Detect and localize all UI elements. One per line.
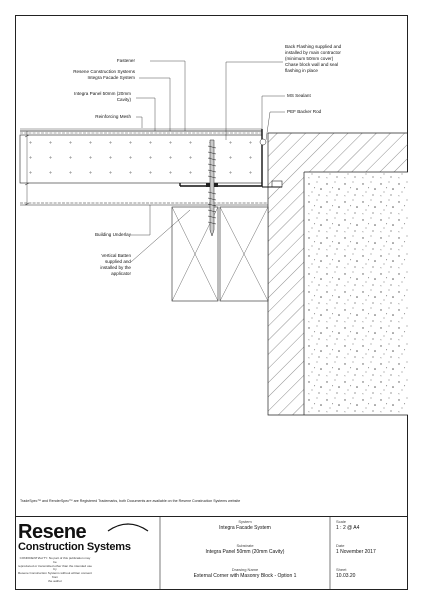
pef-backer-rod [259, 138, 267, 146]
substrate-value: Integra Panel 50mm (20mm Cavity) [205, 549, 285, 555]
label-back-flashing-4: Chase block wall and seal [285, 62, 339, 67]
label-resene-system-2: Integra Facade System [87, 75, 136, 80]
brand-logo: Resene [18, 521, 87, 543]
label-back-flashing-3: (minimum 50mm cover) [285, 56, 334, 61]
label-pef-backer-rod: PEF Backer Rod [287, 109, 322, 114]
label-vertical-batten-1: Vertical Batten [101, 253, 131, 258]
sheet-label: Sheet [336, 567, 347, 572]
drawing-name-label: Drawing Name [231, 567, 259, 572]
trademark-note: TradeSpec™ and RenderSpec™ are Registere… [20, 499, 241, 503]
label-fastener: Fastener [116, 58, 135, 63]
label-building-underlay: Building Underlay [94, 232, 131, 237]
label-integra-panel-2: Cavity) [116, 97, 131, 102]
leader-lines [130, 60, 285, 263]
label-ms-sealant: MS Sealant [287, 93, 311, 98]
label-resene-system-1: Resene Construction Systems [73, 69, 135, 74]
system-label: System [238, 519, 252, 524]
integra-panel [19, 128, 263, 184]
vertical-battens [171, 206, 269, 302]
sheet-value: 10.03.20 [336, 573, 356, 579]
label-back-flashing-2: installed by main contractor [285, 50, 341, 55]
masonry-block-wall [267, 132, 408, 416]
date-value: 1 November 2017 [336, 549, 376, 555]
system-value: Integra Facade System [219, 525, 271, 531]
drawing-name-value: External Corner with Masonry Block - Opt… [193, 573, 297, 579]
building-underlay [20, 202, 268, 206]
brand-subtitle: Construction Systems [18, 541, 131, 553]
substrate-label: Substrate [236, 543, 254, 548]
label-back-flashing-5: flashing in place [285, 68, 318, 73]
label-vertical-batten-4: applicator [111, 271, 131, 276]
dimension-line [24, 131, 30, 206]
label-vertical-batten-3: installed by the [100, 265, 131, 270]
label-integra-panel-1: Integra Panel 50mm (20mm [74, 91, 131, 96]
scale-value: 1 : 2 @ A4 [336, 525, 360, 531]
title-block [15, 516, 408, 590]
confidentiality-note: CONFIDENTIALITY: No part of this publica… [18, 556, 92, 583]
label-vertical-batten-2: supplied and [104, 259, 131, 264]
label-back-flashing-1: Back Flashing supplied and [285, 44, 342, 49]
date-label: Date [336, 543, 345, 548]
scale-label: Scale [336, 519, 347, 524]
fastener [206, 139, 218, 237]
label-reinforcing-mesh: Reinforcing Mesh [95, 114, 131, 119]
